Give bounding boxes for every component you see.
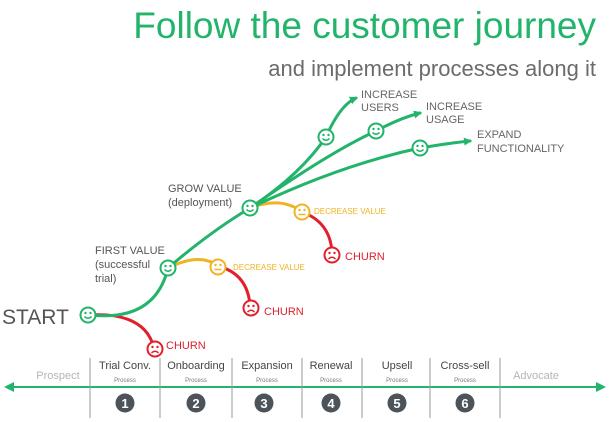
happy-face-icon (79, 306, 97, 324)
decrease-value-label: DECREASE VALUE (233, 263, 305, 272)
churn-branch-1-path (88, 313, 156, 350)
happy-face-icon (159, 259, 177, 277)
increase-usage-path (248, 110, 422, 210)
stage-number: 6 (461, 396, 468, 411)
stage-sublabel: Process (114, 378, 136, 384)
stage-sublabel: Process (256, 378, 278, 384)
first-to-grow-value-path (166, 206, 252, 270)
stage-number-badge (321, 393, 341, 413)
timeline-dividers (89, 358, 501, 418)
timeline-right-arrowhead (596, 382, 606, 392)
stage-number: 4 (327, 396, 335, 411)
prospect-label: Prospect (36, 370, 79, 382)
page-title: Follow the customer journey (133, 5, 596, 46)
churn-label: CHURN (345, 251, 385, 263)
timeline: Prospect Advocate Trial Conv. Process 1 … (4, 358, 606, 418)
stage-number: 3 (260, 396, 267, 411)
start-to-first-value-path (88, 266, 170, 318)
stage-number-badge (186, 393, 206, 413)
expand-functionality-path (248, 137, 472, 210)
stage-number: 2 (192, 396, 199, 411)
advocate-label: Advocate (513, 370, 559, 382)
stage-number-badge (115, 393, 135, 413)
stage-sublabel: Process (320, 378, 342, 384)
increase-usage-label: INCREASE USAGE (426, 101, 485, 126)
stage-sublabel: Process (386, 378, 408, 384)
stage-label: Trial Conv. (99, 360, 151, 372)
stage-label: Onboarding (167, 360, 225, 372)
neutral-face-icon (209, 258, 227, 276)
first-value-label: FIRST VALUE (successful trial) (95, 245, 168, 285)
stage-sublabel: Process (454, 378, 476, 384)
increase-users-label: INCREASE USERS (361, 89, 420, 114)
stage-label: Cross-sell (441, 360, 490, 372)
stage-label: Expansion (241, 360, 292, 372)
sad-face-icon (146, 340, 164, 358)
stage-number: 5 (393, 396, 400, 411)
happy-face-icon (241, 199, 259, 217)
increase-users-path (248, 96, 358, 210)
decrease-value-label: DECREASE VALUE (314, 207, 386, 216)
start-label: START (2, 306, 69, 329)
happy-face-icon (367, 122, 385, 140)
grow-value-label: GROW VALUE (deployment) (168, 183, 245, 209)
stage-sublabel: Process (185, 378, 207, 384)
happy-face-icon (411, 139, 429, 157)
stage-number-badge (387, 393, 407, 413)
stage-number-badge (254, 393, 274, 413)
stage-number: 1 (121, 396, 128, 411)
neutral-face-icon (293, 203, 311, 221)
churn-label: CHURN (264, 306, 304, 318)
expand-functionality-label: EXPAND FUNCTIONALITY (477, 129, 565, 155)
sad-face-icon (242, 299, 260, 317)
stage-label: Upsell (382, 360, 413, 372)
stage-number-badge (455, 393, 475, 413)
churn-label: CHURN (166, 340, 206, 352)
timeline-left-arrowhead (4, 382, 14, 392)
happy-face-icon (317, 128, 335, 146)
stage-label: Renewal (310, 360, 353, 372)
page-subtitle: and implement processes along it (268, 56, 596, 81)
sad-face-icon (323, 246, 341, 264)
